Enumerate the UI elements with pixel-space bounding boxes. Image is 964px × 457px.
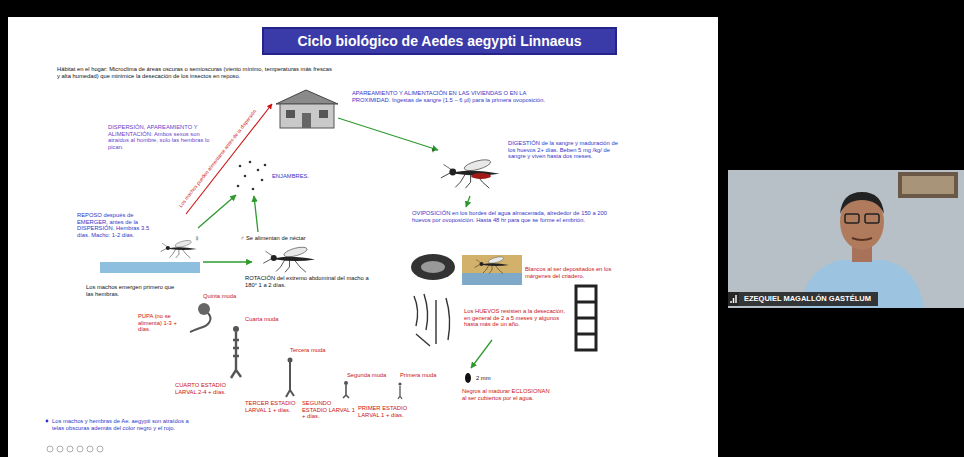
egg-detail-icons xyxy=(414,294,450,346)
egg-strip-rungs xyxy=(576,302,596,334)
slide-toolbar xyxy=(47,446,103,452)
swarm-dot xyxy=(244,175,247,178)
egg-note: Los HUEVOS resisten a la desecación, en … xyxy=(464,308,569,328)
swarm-dot xyxy=(252,188,255,191)
toolbar-icon xyxy=(57,446,63,452)
egg-note: Negros al madurar ECLOSIONAN al ser cubi… xyxy=(462,388,552,401)
dimension-label: 2 mm xyxy=(476,375,491,382)
emerging-mosquito xyxy=(161,239,197,258)
stage-label: ENJAMBRES. xyxy=(272,173,309,180)
stage-note: DIGESTIÓN de la sangre y maduración de l… xyxy=(508,140,620,160)
container-water xyxy=(462,273,522,285)
toolbar-icon xyxy=(47,446,53,452)
sex-symbol: ♀ xyxy=(430,146,436,155)
signal-icon xyxy=(731,295,736,303)
slide-title: Ciclo biológico de Aedes aegypti Linnaeu… xyxy=(297,33,581,49)
swarm-dot xyxy=(257,169,260,172)
molt-label: Cuarta muda xyxy=(245,316,279,323)
webcam-background xyxy=(728,170,964,308)
pupa-tail xyxy=(190,313,210,332)
stage-note: CUARTO ESTADIO LARVAL 2-4 + días. xyxy=(175,382,240,395)
molt-label: Segunda muda xyxy=(347,372,386,379)
molt-label: Tercera muda xyxy=(290,347,325,354)
second-instar-larva xyxy=(343,385,349,398)
cycle-arrow xyxy=(203,261,252,262)
blood-meal xyxy=(471,173,491,179)
wall-picture-inner xyxy=(902,176,954,194)
swarm-dot xyxy=(264,164,267,167)
cycle-arrow xyxy=(198,195,236,228)
house-roof xyxy=(276,90,338,104)
stage-note: SEGUNDO ESTADIO LARVAL 1 + días. xyxy=(302,400,357,420)
wall-picture xyxy=(898,172,958,198)
swarm-dot xyxy=(237,185,240,188)
presenter-glasses xyxy=(865,214,879,223)
third-instar-larva xyxy=(286,362,294,397)
stage-note: PRIMER ESTADIO LARVAL 1 + días. xyxy=(358,405,418,418)
molt-label: Primera muda xyxy=(400,372,436,379)
stage-note: DISPERSIÓN, APAREAMIENTO Y ALIMENTACIÓN:… xyxy=(108,124,213,151)
swarm-dot xyxy=(261,179,264,182)
node-text: EZEQUIEL MAGALLÓN GASTÉLUM xyxy=(744,294,873,304)
note: Los machos emergen primero que las hembr… xyxy=(86,284,176,297)
title-banner: Ciclo biológico de Aedes aegypti Linnaeu… xyxy=(262,27,617,55)
tire-breeding-site xyxy=(411,254,455,280)
swarm-dots xyxy=(237,161,267,191)
house-window xyxy=(286,110,295,118)
swarm-dot xyxy=(249,161,252,164)
habitat-note: Hábitat en el hogar: Microclima de áreas… xyxy=(57,66,332,79)
molt-label: Quinta muda xyxy=(203,293,236,300)
feeding-arrow xyxy=(186,104,272,214)
sex-symbol: ♀ xyxy=(194,234,200,243)
fourth-instar-larva xyxy=(231,332,241,378)
toolbar-icon xyxy=(77,446,83,452)
signal-badge xyxy=(728,292,739,306)
footnote: Los machos y hembras de Ae. aegypti son … xyxy=(52,418,197,431)
presenter-hair xyxy=(840,192,884,214)
stage-note: TERCER ESTADIO LARVAL 1 + días. xyxy=(245,400,300,413)
note: ROTACIÓN del extremo abdominal del macho… xyxy=(245,275,380,288)
larva-head xyxy=(398,382,401,385)
presenter-glasses xyxy=(845,214,859,223)
toolbar-icon xyxy=(87,446,93,452)
cycle-arrow xyxy=(254,196,258,232)
participant-name-tag: EZEQUIEL MAGALLÓN GASTÉLUM xyxy=(739,292,878,306)
presenter-mouth xyxy=(852,238,872,240)
note: ♂ Se alimentan de néctar xyxy=(240,235,306,242)
egg xyxy=(465,373,471,383)
stage-note: REPOSO después de EMERGER, antes de la D… xyxy=(77,212,157,239)
house-window xyxy=(319,110,328,118)
larva-head xyxy=(233,326,239,332)
toolbar-icon xyxy=(97,446,103,452)
larva-head xyxy=(344,381,348,385)
house-door xyxy=(302,113,311,128)
container-photo xyxy=(462,255,522,285)
water-surface xyxy=(100,262,200,273)
cycle-arrow xyxy=(471,340,492,368)
stage-note: PUPA (no se alimenta) 1-3 + días. xyxy=(138,313,186,333)
egg-note: Blancos al ser depositados en los márgen… xyxy=(525,266,620,279)
stage-note: OVIPOSICIÓN en los bordes del agua almac… xyxy=(412,210,617,223)
first-instar-larva xyxy=(398,386,402,399)
swarm-dot xyxy=(239,165,242,168)
tire-water xyxy=(421,261,445,273)
egg-strip xyxy=(576,286,596,350)
cycle-arrow xyxy=(466,196,470,207)
bullet-point xyxy=(46,420,49,423)
cycle-arrow xyxy=(338,118,438,150)
female-mosquito xyxy=(441,158,500,189)
ovipositing-mosquito xyxy=(475,256,510,274)
house-wall xyxy=(280,104,334,128)
male-mosquito xyxy=(263,245,315,272)
stage-note: APAREAMIENTO Y ALIMENTACIÓN EN LAS VIVIE… xyxy=(352,90,557,103)
larva-head xyxy=(288,358,293,363)
slide-background xyxy=(8,17,718,457)
toolbar-icon xyxy=(67,446,73,452)
